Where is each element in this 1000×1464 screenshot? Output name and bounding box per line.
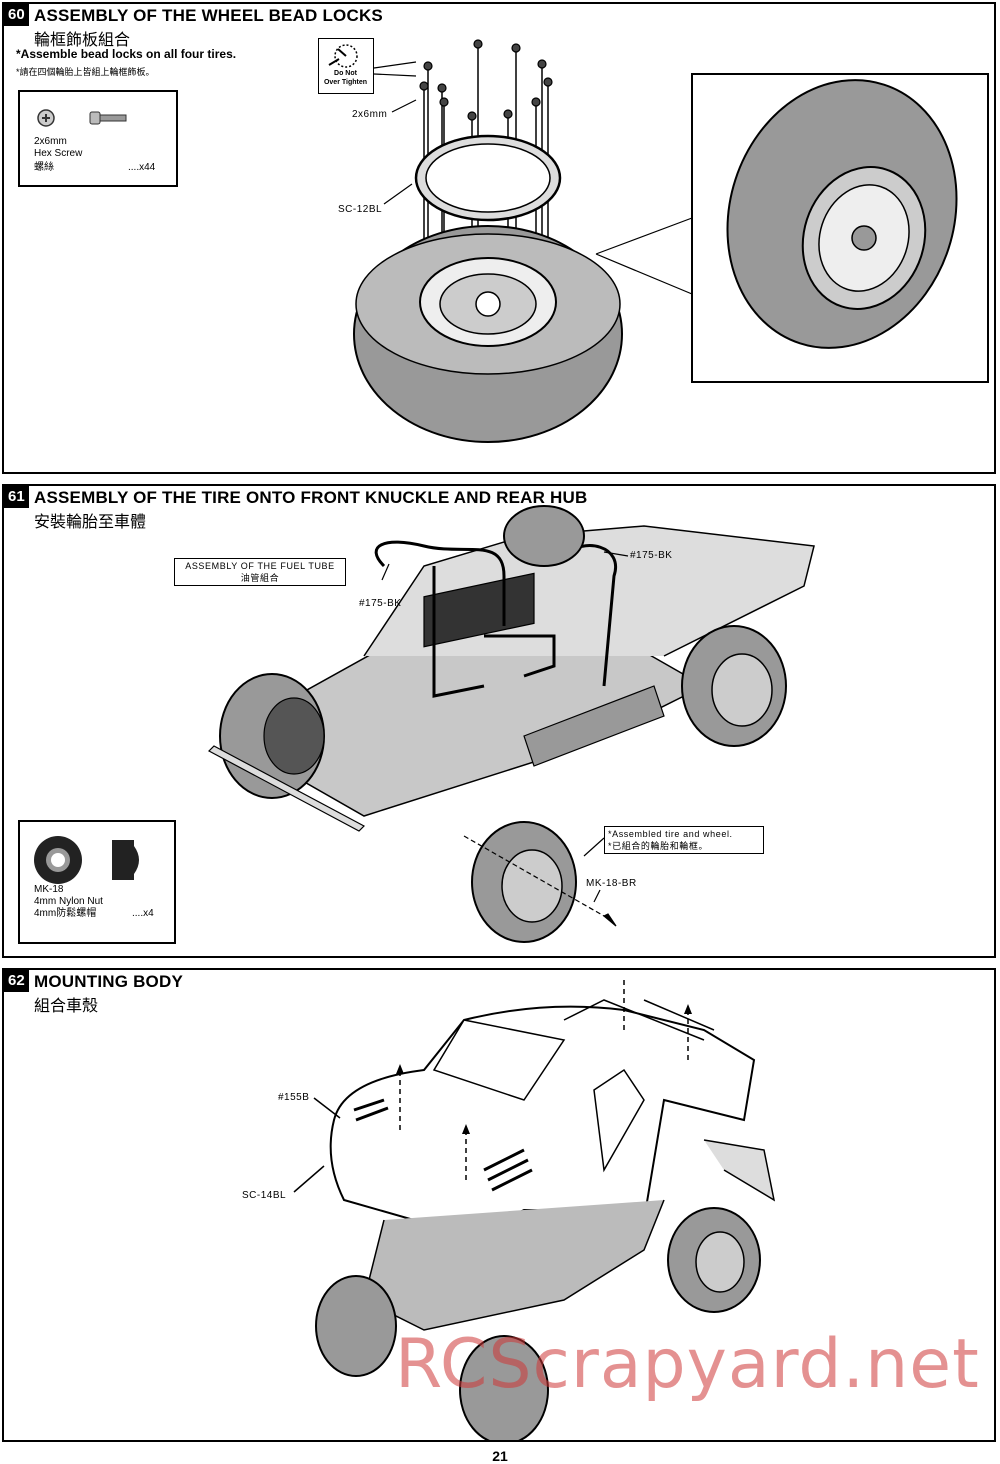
clip-label: #155B xyxy=(278,1092,310,1103)
warning-line1: Do Not xyxy=(334,70,357,77)
part-qty: ....x4 xyxy=(132,908,154,919)
part-name: 4mm Nylon Nut xyxy=(34,896,103,907)
nut-label: MK-18-BR xyxy=(586,878,637,889)
tube-label-left: #175-BK xyxy=(359,598,402,609)
part-qty: ....x44 xyxy=(128,162,156,173)
parts-box: MK-18 4mm Nylon Nut 4mm防鬆螺帽 ....x4 xyxy=(18,820,176,944)
parts-box: 2x6mm Hex Screw 螺絲 ....x44 xyxy=(18,90,178,187)
part-name-cn: 螺絲 xyxy=(34,162,54,173)
step-title: ASSEMBLY OF THE TIRE ONTO FRONT KNUCKLE … xyxy=(34,488,588,507)
part-code: MK-18 xyxy=(34,884,64,895)
part-name: Hex Screw xyxy=(34,148,83,159)
hex-screw-icon xyxy=(37,109,127,127)
fuel-tube-title: ASSEMBLY OF THE FUEL TUBE xyxy=(185,561,335,571)
beadlock-label: SC-12BL xyxy=(338,204,383,215)
warning-line2: Over Tighten xyxy=(323,79,368,86)
screw-label: 2x6mm xyxy=(352,109,388,120)
wheel-note: *Assembled tire and wheel. xyxy=(608,829,733,839)
fuel-tube-callout: ASSEMBLY OF THE FUEL TUBE 油管組合 xyxy=(174,558,346,586)
over-tighten-warning: Do Not Over Tighten xyxy=(318,38,374,94)
step-number: 61 xyxy=(4,486,29,508)
step-61-panel: 61 ASSEMBLY OF THE TIRE ONTO FRONT KNUCK… xyxy=(2,484,996,958)
step-title: MOUNTING BODY xyxy=(34,972,183,991)
wheel-bead-lock-illustration xyxy=(353,39,989,443)
step-62-panel: 62 MOUNTING BODY 組合車殼 xyxy=(2,968,996,1442)
torque-icon xyxy=(328,44,358,68)
wheel-note-callout: *Assembled tire and wheel. *已組合的輪胎和輪框。 xyxy=(604,826,764,854)
chassis-illustration xyxy=(208,505,815,943)
wheel-note-cn: *已組合的輪胎和輪框。 xyxy=(608,841,709,851)
step-number: 60 xyxy=(4,4,29,26)
nylon-nut-icon xyxy=(34,836,139,884)
watermark: RCScrapyard.net xyxy=(395,1325,980,1404)
assembly-note: *Assemble bead locks on all four tires. xyxy=(16,47,237,61)
body-mounting-illustration xyxy=(293,980,776,1440)
assembly-note-cn: *請在四個輪胎上皆組上輪框飾板。 xyxy=(16,67,155,77)
step-title: ASSEMBLY OF THE WHEEL BEAD LOCKS xyxy=(34,6,383,25)
body-label: SC-14BL xyxy=(242,1190,287,1201)
tube-label-right: #175-BK xyxy=(630,550,673,561)
fuel-tube-cn: 油管組合 xyxy=(240,573,280,583)
step-subtitle: 輪框飾板組合 xyxy=(34,32,131,49)
page-number: 21 xyxy=(492,1448,508,1464)
step-number: 62 xyxy=(4,970,29,992)
part-size: 2x6mm xyxy=(34,136,67,147)
step-subtitle: 安裝輪胎至車體 xyxy=(34,514,147,531)
step-subtitle: 組合車殼 xyxy=(34,998,99,1015)
step-60-panel: 60 ASSEMBLY OF THE WHEEL BEAD LOCKS 輪框飾板… xyxy=(2,2,996,474)
part-name-cn: 4mm防鬆螺帽 xyxy=(34,908,97,919)
